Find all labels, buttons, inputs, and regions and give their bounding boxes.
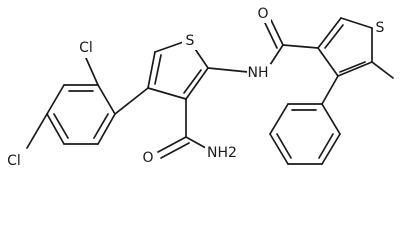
bond bbox=[317, 17, 342, 49]
atom-labels: S S Cl Cl NH NH2 O O bbox=[2, 5, 389, 170]
double-bond-inner bbox=[318, 133, 334, 159]
amide-linker bbox=[207, 19, 319, 73]
bond bbox=[97, 113, 116, 145]
bond bbox=[321, 103, 341, 135]
bond bbox=[269, 103, 289, 135]
bond bbox=[207, 67, 249, 73]
bond bbox=[269, 133, 289, 165]
bond-c-cl-bottom bbox=[26, 113, 48, 149]
double-bond-inner bbox=[183, 69, 202, 94]
bond bbox=[97, 84, 116, 115]
oxygen-atom-amide: O bbox=[142, 150, 153, 166]
bond bbox=[147, 51, 156, 89]
bond bbox=[337, 61, 373, 77]
bond bbox=[46, 113, 65, 145]
double-bond-c-o bbox=[270, 19, 284, 46]
oxygen-atom-linker: O bbox=[257, 6, 268, 22]
thiophene-ring-1 bbox=[147, 39, 209, 100]
bond-phenyl-link bbox=[321, 75, 339, 105]
molecule-structure-diagram: S S Cl Cl NH NH2 O O bbox=[2, 5, 394, 170]
bond bbox=[321, 133, 341, 165]
bond-aryl-link bbox=[114, 87, 149, 115]
bond-methyl bbox=[371, 61, 394, 79]
double-bond-c-o bbox=[157, 136, 187, 153]
double-bond-c-o bbox=[264, 22, 278, 49]
bond bbox=[317, 47, 339, 77]
bond bbox=[340, 17, 373, 29]
dichlorophenyl-ring bbox=[26, 57, 116, 149]
double-bond-inner bbox=[276, 133, 292, 159]
bond bbox=[185, 67, 209, 100]
double-bond-inner bbox=[93, 113, 109, 139]
double-bond-inner bbox=[53, 113, 69, 139]
double-bond-inner bbox=[339, 61, 366, 73]
double-bond-inner bbox=[324, 24, 344, 49]
bond bbox=[282, 44, 319, 49]
carboxamide-group bbox=[157, 98, 214, 159]
bond bbox=[46, 84, 65, 115]
phenyl-ring bbox=[269, 103, 341, 165]
nh-amine-label: NH bbox=[248, 65, 269, 81]
double-bond-c-o bbox=[160, 142, 190, 159]
thiophene-ring-2 bbox=[317, 17, 394, 79]
bond bbox=[147, 87, 187, 100]
chlorine-atom-top: Cl bbox=[79, 40, 93, 56]
sulfur-atom-1: S bbox=[186, 33, 195, 49]
sulfur-atom-2: S bbox=[376, 20, 385, 36]
double-bond-inner bbox=[154, 54, 162, 85]
chlorine-atom-bottom: Cl bbox=[7, 153, 21, 169]
bond-c-cl-top bbox=[85, 57, 99, 86]
nh2-amine-label: NH2 bbox=[207, 145, 237, 161]
